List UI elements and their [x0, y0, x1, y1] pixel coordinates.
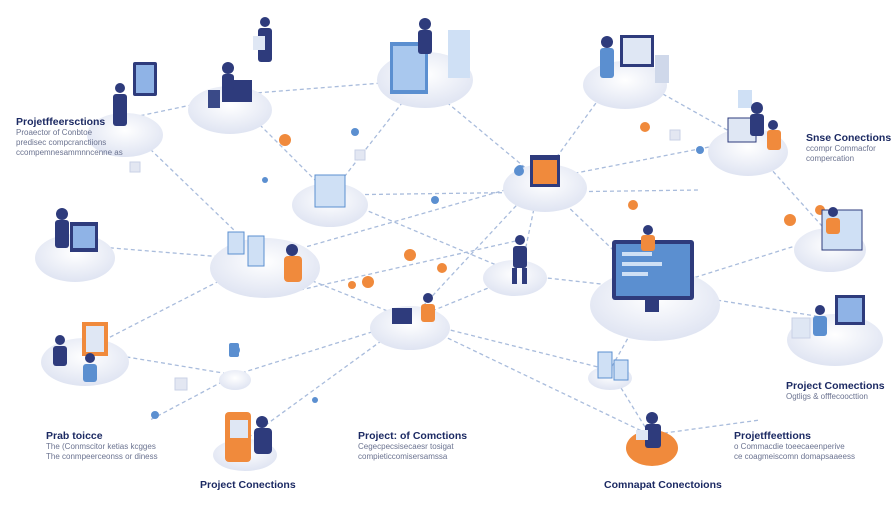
label-bottom-center-left: Project: of Comctions Cegecpecsisecaesr … [358, 430, 467, 462]
workstation-standing [483, 235, 547, 296]
workstation-top-center [377, 18, 473, 108]
label-top-left: Projetffeersctions Proaector of Conbtoe … [16, 116, 123, 158]
label-mid-right: Project Comections Ogtligs & offfecooctt… [786, 380, 885, 402]
workstation-bottom-right [626, 412, 678, 466]
label-mid-right-title: Project Comections [786, 380, 885, 392]
workstation-bottom-left [213, 412, 277, 471]
workstation-left-lower [41, 322, 129, 386]
label-bottom-right-line-1: o Commacdie toeecaeenperive [734, 442, 855, 452]
label-top-left-line-2: predisec compcranctiions [16, 138, 123, 148]
label-bottom-left-line-2: The conmpeerceonss or diness [46, 452, 158, 462]
label-top-left-title: Projetffeersctions [16, 116, 123, 128]
workstation-mid-left [35, 208, 115, 282]
workstation-right-lower [787, 295, 883, 366]
workstation-top [188, 17, 272, 134]
label-bottom-center-right-title: Comnapat Conectoions [604, 479, 722, 491]
workstation-top-right [583, 35, 669, 109]
connection-lines [75, 70, 840, 440]
workstation-bottom-mid [588, 352, 632, 390]
workstation-right-mid [794, 207, 866, 272]
label-bottom-right-title: Projetffeettions [734, 430, 855, 442]
label-top-left-line-1: Proaector of Conbtoe [16, 128, 123, 138]
label-top-right-line-1: ccompr Commacfor [806, 144, 891, 154]
workstation-right [708, 90, 788, 176]
label-top-right-line-2: compercation [806, 154, 891, 164]
label-bottom-right: Projetffeettions o Commacdie toeecaeenpe… [734, 430, 855, 462]
label-bottom-center-left-title: Project: of Comctions [358, 430, 467, 442]
label-bottom-right-line-2: ce coagmeiscomn domapsaaeess [734, 452, 855, 462]
workstation-small [219, 343, 251, 390]
workstation-center [503, 155, 587, 212]
label-bottom-left-line-1: The (Conmscitor ketias kcgges [46, 442, 158, 452]
label-bottom-left: Prab toicce The (Conmscitor ketias kcgge… [46, 430, 158, 462]
label-bottom-center-right: Comnapat Conectoions [604, 479, 722, 491]
workstation-center-lower [370, 293, 450, 350]
label-top-left-line-3: ccompemnesammnncenne as [16, 148, 123, 158]
label-top-right: Snse Conections ccompr Commacfor comperc… [806, 132, 891, 164]
label-bottom-center-left-line-2: compieticcomisersamssa [358, 452, 467, 462]
label-bottom-left-title: Prab toicce [46, 430, 158, 442]
label-mid-right-line-1: Ogtligs & offfecoocttion [786, 392, 885, 402]
workstations [35, 17, 883, 471]
label-top-right-title: Snse Conections [806, 132, 891, 144]
label-bottom-center-left-line-1: Cegecpecsisecaesr tosigat [358, 442, 467, 452]
workstation-big-monitor [590, 225, 720, 341]
label-bottom-center: Project Conections [200, 479, 296, 491]
label-bottom-center-title: Project Conections [200, 479, 296, 491]
